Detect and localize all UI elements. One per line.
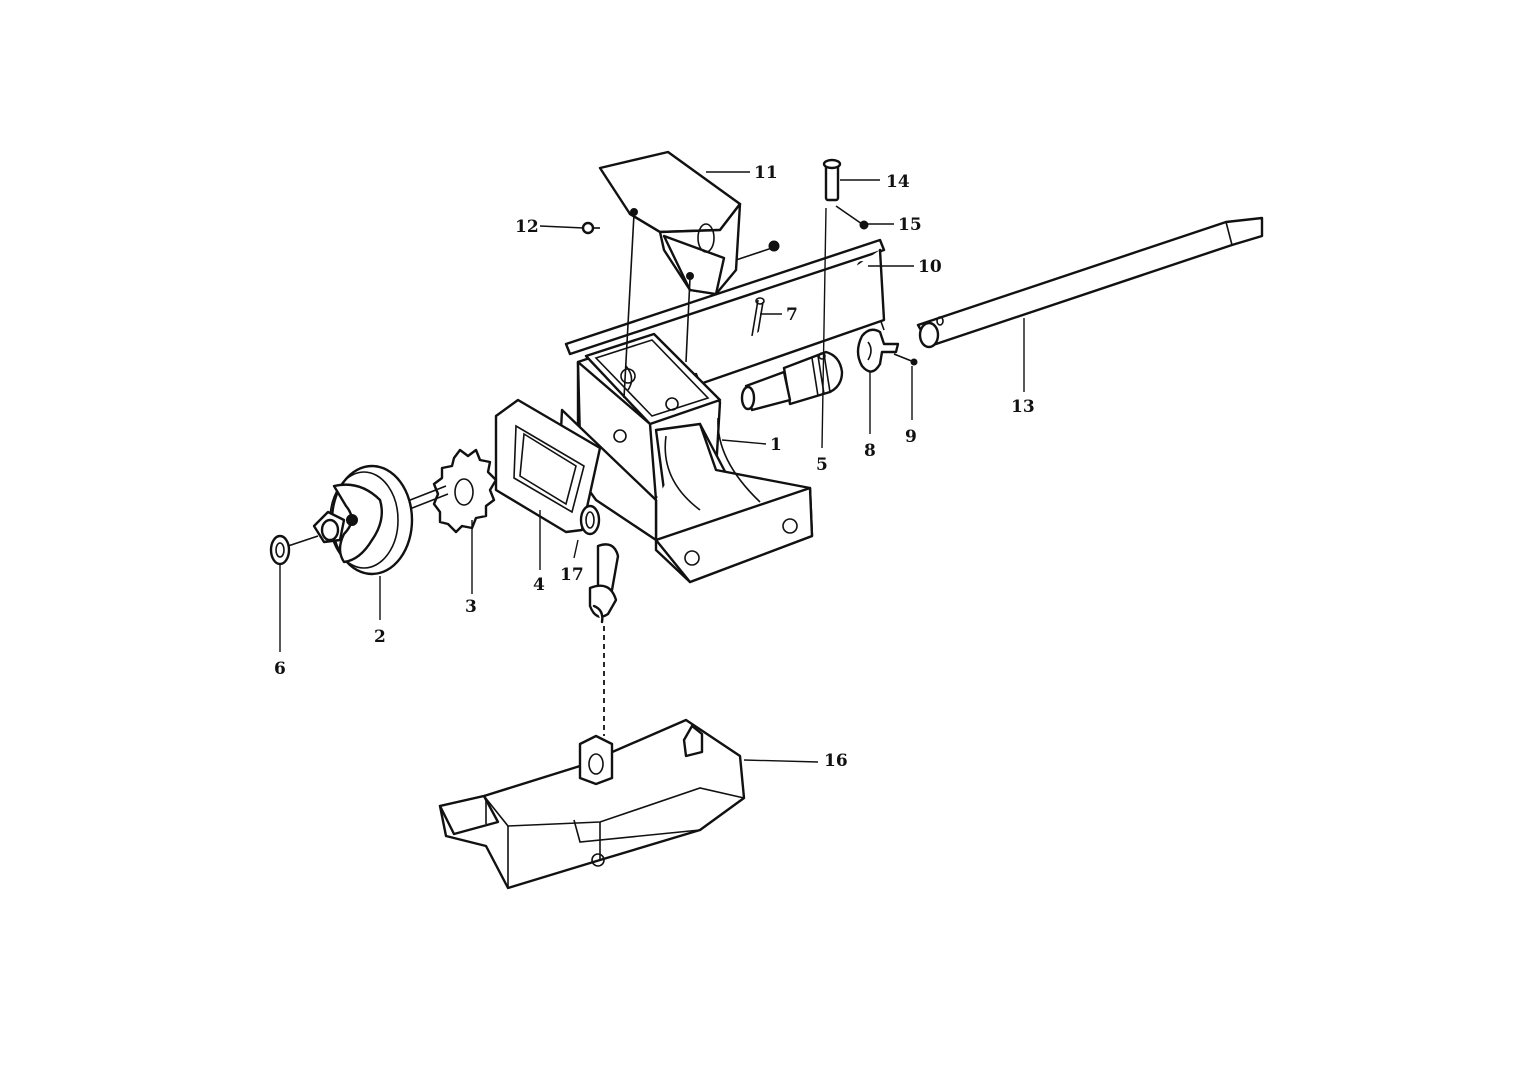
callout-1: 1 [770, 435, 782, 455]
hand-wheel [287, 464, 414, 576]
callout-9: 9 [905, 427, 917, 447]
main-frame [558, 332, 814, 584]
shaft [916, 216, 1264, 349]
callouts: 1 2 3 4 5 6 7 8 9 10 11 12 13 14 15 16 1… [274, 163, 1035, 771]
callout-4: 4 [533, 575, 545, 595]
cover [598, 150, 780, 399]
base-sled [438, 718, 746, 890]
callout-15: 15 [898, 215, 922, 235]
retaining-screw [835, 205, 869, 230]
callout-6: 6 [274, 659, 286, 679]
coupling [740, 350, 844, 412]
square-plate [494, 398, 602, 534]
callout-7: 7 [786, 305, 798, 325]
sprocket [432, 448, 498, 534]
leader-lines [279, 171, 1025, 763]
ring [579, 504, 601, 536]
washer [269, 534, 291, 566]
callout-2: 2 [374, 627, 386, 647]
callout-14: 14 [886, 172, 910, 192]
cotter-pin [751, 297, 765, 339]
cover-screw [581, 221, 600, 235]
callout-13: 13 [1011, 397, 1035, 417]
callout-10: 10 [918, 257, 942, 277]
callout-8: 8 [864, 441, 876, 461]
chain [588, 543, 620, 624]
callout-3: 3 [465, 597, 477, 617]
small-pin [893, 353, 918, 366]
callout-5: 5 [816, 455, 828, 475]
callout-16: 16 [824, 751, 848, 771]
callout-12: 12 [515, 217, 539, 237]
clamp-collar [856, 328, 900, 373]
clevis-pin [822, 158, 842, 202]
callout-11: 11 [754, 163, 778, 183]
callout-17: 17 [560, 565, 584, 585]
